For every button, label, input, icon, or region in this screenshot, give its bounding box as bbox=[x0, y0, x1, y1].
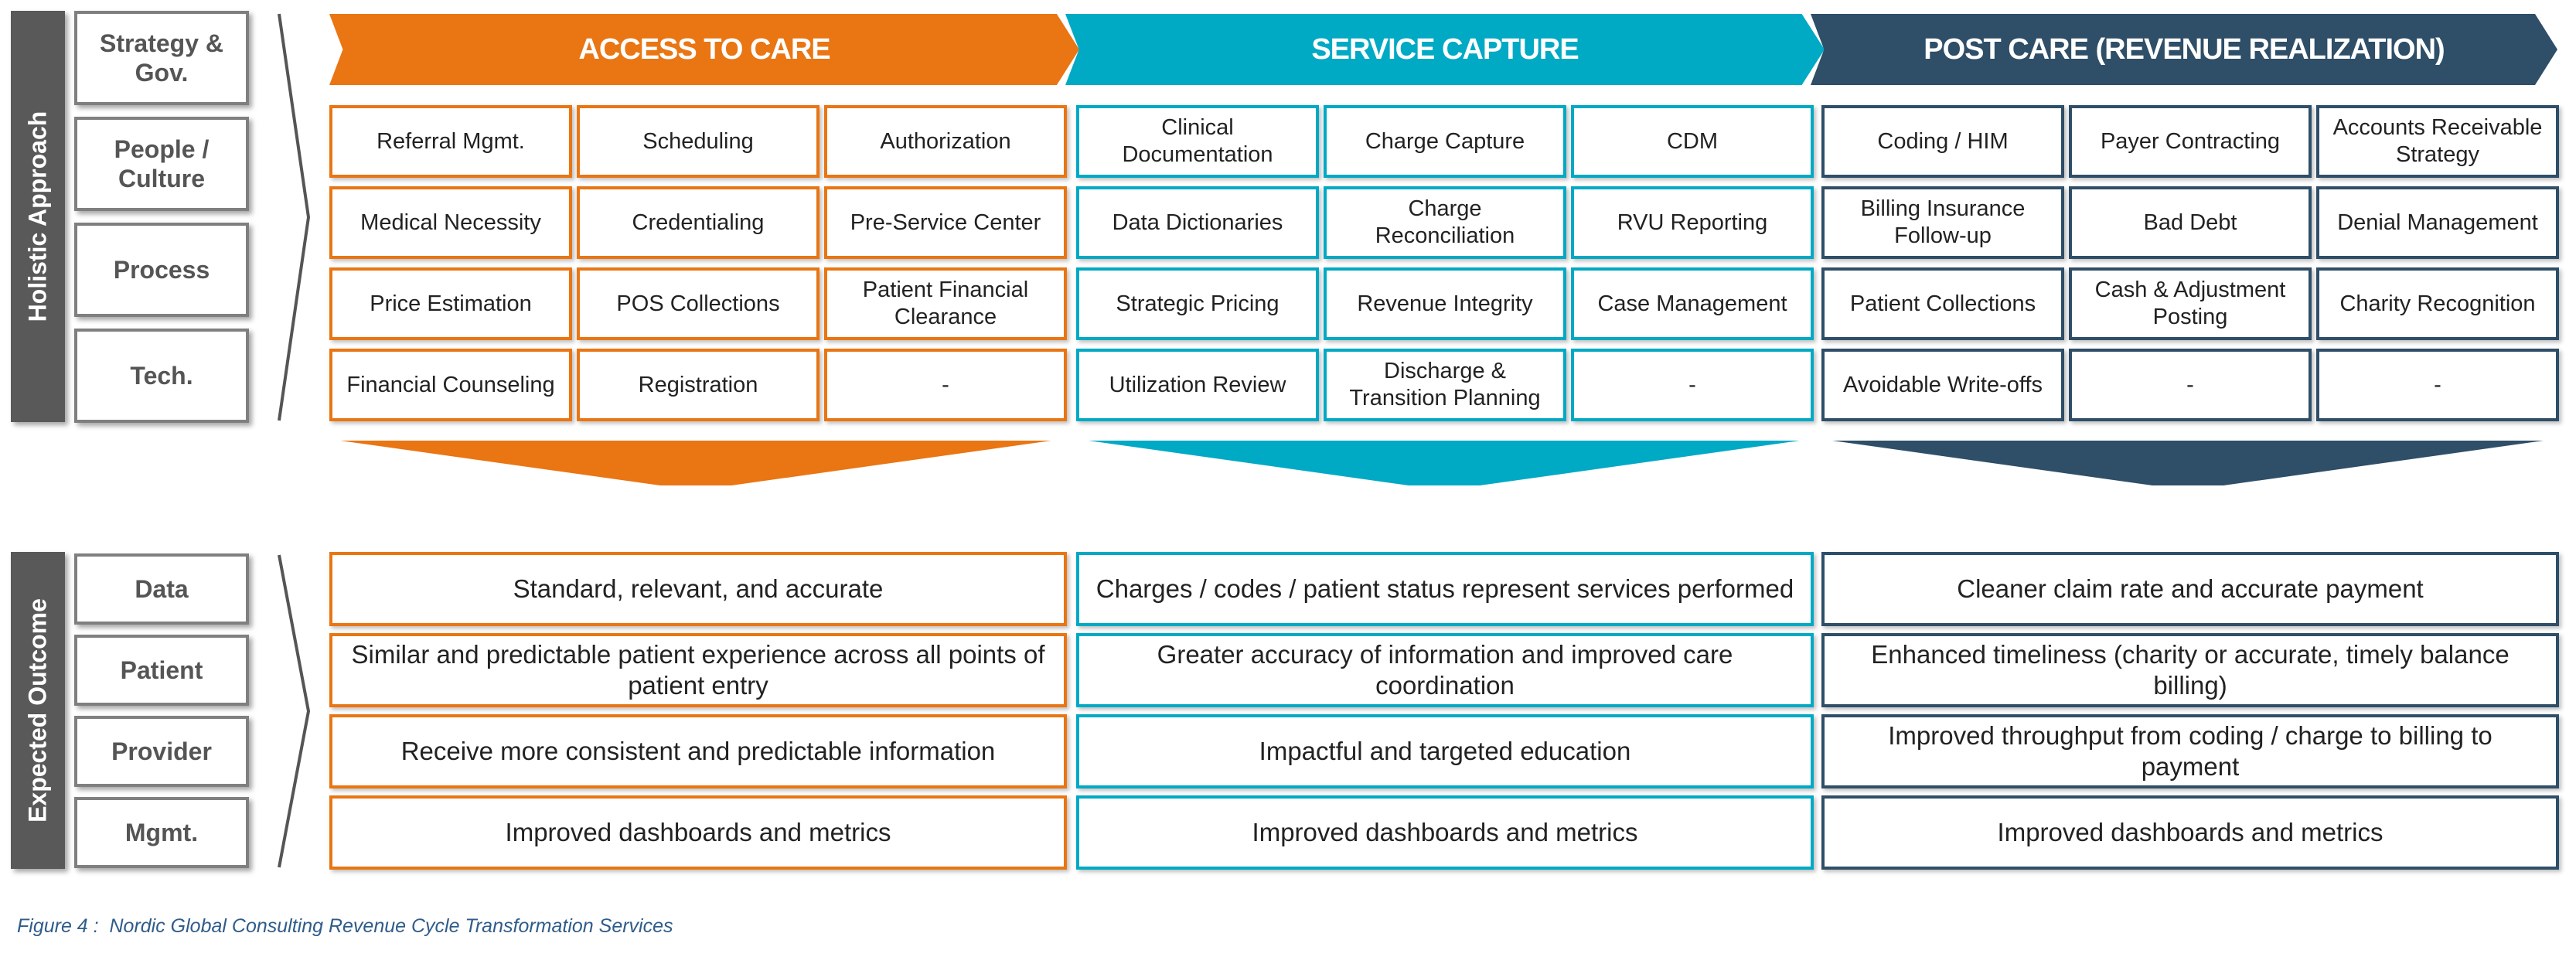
cell-clinical-documentation: Clinical Documentation bbox=[1076, 105, 1319, 178]
funnel-access-to-care bbox=[340, 441, 1051, 485]
phase-banner-post-care: POST CARE (REVENUE REALIZATION) bbox=[1811, 14, 2557, 85]
row-label-mgmt: Mgmt. bbox=[74, 797, 249, 868]
cell-data-dictionaries: Data Dictionaries bbox=[1076, 186, 1319, 259]
cell-access-empty: - bbox=[824, 349, 1067, 421]
outcome-service-provider: Impactful and targeted education bbox=[1076, 714, 1814, 788]
outcome-access-data: Standard, relevant, and accurate bbox=[329, 552, 1067, 626]
cell-strategic-pricing: Strategic Pricing bbox=[1076, 267, 1319, 340]
cell-referral-mgmt: Referral Mgmt. bbox=[329, 105, 572, 178]
cell-billing-insurance-follow-up: Billing Insurance Follow-up bbox=[1821, 186, 2064, 259]
cell-financial-counseling: Financial Counseling bbox=[329, 349, 572, 421]
holistic-approach-label: Holistic Approach bbox=[23, 111, 52, 322]
cell-case-management: Case Management bbox=[1571, 267, 1814, 340]
row-label-provider: Provider bbox=[74, 716, 249, 787]
cell-post-empty-1: - bbox=[2069, 349, 2312, 421]
cell-medical-necessity: Medical Necessity bbox=[329, 186, 572, 259]
cell-avoidable-write-offs: Avoidable Write-offs bbox=[1821, 349, 2064, 421]
cell-cash-adjustment-posting: Cash & Adjustment Posting bbox=[2069, 267, 2312, 340]
row-label-data: Data bbox=[74, 553, 249, 625]
row-label-patient: Patient bbox=[74, 635, 249, 706]
outcome-access-mgmt: Improved dashboards and metrics bbox=[329, 795, 1067, 870]
bottom-bracket-chevron bbox=[278, 554, 311, 868]
phase-banner-service-capture: SERVICE CAPTURE bbox=[1065, 14, 1825, 85]
expected-outcome-label: Expected Outcome bbox=[23, 598, 52, 822]
figure-caption: Figure 4 : Nordic Global Consulting Reve… bbox=[17, 915, 673, 937]
cell-bad-debt: Bad Debt bbox=[2069, 186, 2312, 259]
funnel-service-capture bbox=[1089, 441, 1800, 485]
outcome-service-patient: Greater accuracy of information and impr… bbox=[1076, 633, 1814, 707]
funnel-post-care bbox=[1832, 441, 2544, 485]
cell-pos-collections: POS Collections bbox=[577, 267, 819, 340]
cell-utilization-review: Utilization Review bbox=[1076, 349, 1319, 421]
cell-post-empty-2: - bbox=[2316, 349, 2559, 421]
top-bracket-chevron bbox=[278, 13, 311, 421]
row-label-people: People / Culture bbox=[74, 117, 249, 211]
row-label-strategy: Strategy & Gov. bbox=[74, 11, 249, 105]
cell-pre-service-center: Pre-Service Center bbox=[824, 186, 1067, 259]
cell-payer-contracting: Payer Contracting bbox=[2069, 105, 2312, 178]
cell-authorization: Authorization bbox=[824, 105, 1067, 178]
outcome-service-mgmt: Improved dashboards and metrics bbox=[1076, 795, 1814, 870]
phase-banner-access-to-care: ACCESS TO CARE bbox=[329, 14, 1079, 85]
expected-outcome-sidebar: Expected Outcome bbox=[11, 552, 65, 869]
outcome-post-provider: Improved throughput from coding / charge… bbox=[1821, 714, 2559, 788]
cell-registration: Registration bbox=[577, 349, 819, 421]
cell-patient-collections: Patient Collections bbox=[1821, 267, 2064, 340]
cell-charge-capture: Charge Capture bbox=[1324, 105, 1566, 178]
row-label-process: Process bbox=[74, 223, 249, 317]
cell-scheduling: Scheduling bbox=[577, 105, 819, 178]
cell-rvu-reporting: RVU Reporting bbox=[1571, 186, 1814, 259]
cell-credentialing: Credentialing bbox=[577, 186, 819, 259]
outcome-post-mgmt: Improved dashboards and metrics bbox=[1821, 795, 2559, 870]
cell-discharge-transition-planning: Discharge & Transition Planning bbox=[1324, 349, 1566, 421]
outcome-service-data: Charges / codes / patient status represe… bbox=[1076, 552, 1814, 626]
cell-denial-management: Denial Management bbox=[2316, 186, 2559, 259]
cell-price-estimation: Price Estimation bbox=[329, 267, 572, 340]
cell-revenue-integrity: Revenue Integrity bbox=[1324, 267, 1566, 340]
row-label-tech: Tech. bbox=[74, 329, 249, 423]
cell-charge-reconciliation: Charge Reconciliation bbox=[1324, 186, 1566, 259]
cell-coding-him: Coding / HIM bbox=[1821, 105, 2064, 178]
cell-patient-financial-clearance: Patient Financial Clearance bbox=[824, 267, 1067, 340]
cell-charity-recognition: Charity Recognition bbox=[2316, 267, 2559, 340]
outcome-post-data: Cleaner claim rate and accurate payment bbox=[1821, 552, 2559, 626]
outcome-post-patient: Enhanced timeliness (charity or accurate… bbox=[1821, 633, 2559, 707]
holistic-approach-sidebar: Holistic Approach bbox=[11, 11, 65, 422]
cell-accounts-receivable-strategy: Accounts Receivable Strategy bbox=[2316, 105, 2559, 178]
cell-cdm: CDM bbox=[1571, 105, 1814, 178]
outcome-access-patient: Similar and predictable patient experien… bbox=[329, 633, 1067, 707]
outcome-access-provider: Receive more consistent and predictable … bbox=[329, 714, 1067, 788]
cell-service-empty: - bbox=[1571, 349, 1814, 421]
